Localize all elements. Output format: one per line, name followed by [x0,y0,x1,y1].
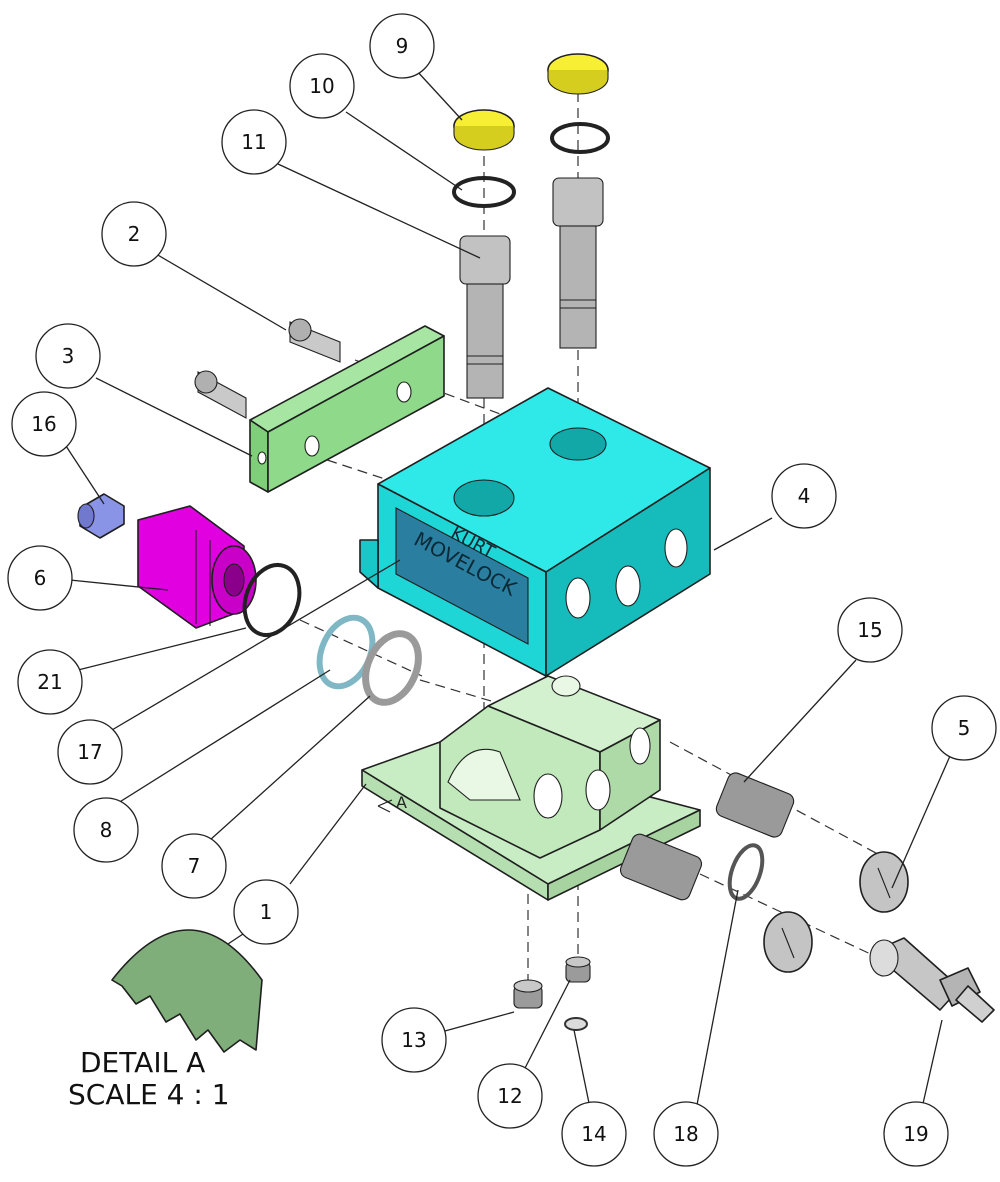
svg-text:11: 11 [241,130,266,154]
balloon-14: 14 [561,1101,627,1167]
balloon-9: 9 [369,13,435,79]
balloon-10: 10 [289,53,355,119]
balloon-11: 11 [221,109,287,175]
svg-text:6: 6 [34,566,47,590]
balloon-18: 18 [653,1101,719,1167]
svg-text:2: 2 [128,222,141,246]
svg-text:15: 15 [857,618,882,642]
detail-a-view: DETAIL A SCALE 4 : 1 [68,927,263,1111]
magenta-fitting [137,505,257,629]
svg-text:13: 13 [401,1028,426,1052]
balloon-15: 15 [837,597,903,663]
balloon-2: 2 [101,201,167,267]
screw-left-shank [466,283,504,399]
ring-7 [362,630,422,706]
clamp-top-lug [551,675,581,697]
balloon-12: 12 [477,1063,543,1129]
svg-text:1: 1 [260,900,273,924]
svg-text:18: 18 [673,1122,698,1146]
svg-text:4: 4 [798,484,811,508]
block-side-hole-2 [615,565,641,607]
balloon-5: 5 [931,695,997,761]
svg-text:7: 7 [188,854,201,878]
block-top-bore-1 [453,479,515,517]
clamp-bar [249,325,445,493]
svg-text:14: 14 [581,1122,606,1146]
detail-a-shape [111,929,263,1053]
screw-right-shank [559,225,597,349]
block-top-bore-2 [549,427,607,461]
yellow-caps [453,53,609,151]
o-ring-21 [242,563,302,637]
clamp-bore-1 [533,773,563,819]
spring-upper [715,772,795,838]
clamp-cradle [447,748,521,801]
svg-text:21: 21 [37,670,62,694]
svg-text:17: 17 [77,740,102,764]
balloon-16: 16 [11,391,77,457]
balloon-8: 8 [73,797,139,863]
fitting-19 [869,937,995,1023]
ring-18 [727,843,765,901]
balloon-1: 1 [233,879,299,945]
block-front-flange [359,539,379,589]
svg-text:12: 12 [497,1084,522,1108]
balloon-19: 19 [883,1101,949,1167]
bar-screws [194,318,341,419]
cap-plugs [763,851,909,973]
clamp-bore-3 [629,727,651,765]
balloon-6: 6 [7,545,73,611]
springs [619,772,795,901]
detail-label-line2: SCALE 4 : 1 [68,1078,230,1111]
section-marker: A [377,793,407,813]
block-side-hole-1 [565,577,591,619]
o-rings-top [452,122,610,208]
balloons: 9 10 11 2 3 16 6 21 17 8 7 1 4 15 5 13 1… [7,13,997,1167]
svg-text:19: 19 [903,1122,928,1146]
screw-left-head [459,235,511,285]
svg-text:10: 10 [309,74,334,98]
svg-text:8: 8 [100,818,113,842]
balloon-13: 13 [381,1007,447,1073]
small-parts [513,956,591,1031]
base-side-face [547,809,701,901]
balloon-4: 4 [771,463,837,529]
hex-nut [77,493,125,539]
svg-text:3: 3 [62,344,75,368]
balloon-3: 3 [35,323,101,389]
detail-label-line1: DETAIL A [80,1046,205,1079]
screw-right-head [552,177,604,227]
leader-lines [65,69,951,1111]
nameplate [395,507,529,645]
svg-text:16: 16 [31,412,56,436]
balloon-17: 17 [57,719,123,785]
clamp-bar-end-hole [257,451,267,465]
balloon-21: 21 [17,649,83,715]
block-side-hole-3 [664,528,688,568]
long-screws [459,177,604,399]
svg-text:9: 9 [396,34,409,58]
spring-lower [619,833,703,901]
clamp-bar-hole-1 [304,435,320,457]
washer-14 [564,1017,588,1031]
base-part [361,675,701,901]
clamp-bar-hole-2 [396,381,412,403]
balloon-7: 7 [161,833,227,899]
section-marker-label: A [396,793,407,812]
main-block: KURT MOVELOCK [359,387,711,677]
clamp-bore-2 [585,769,611,811]
svg-text:5: 5 [958,716,971,740]
